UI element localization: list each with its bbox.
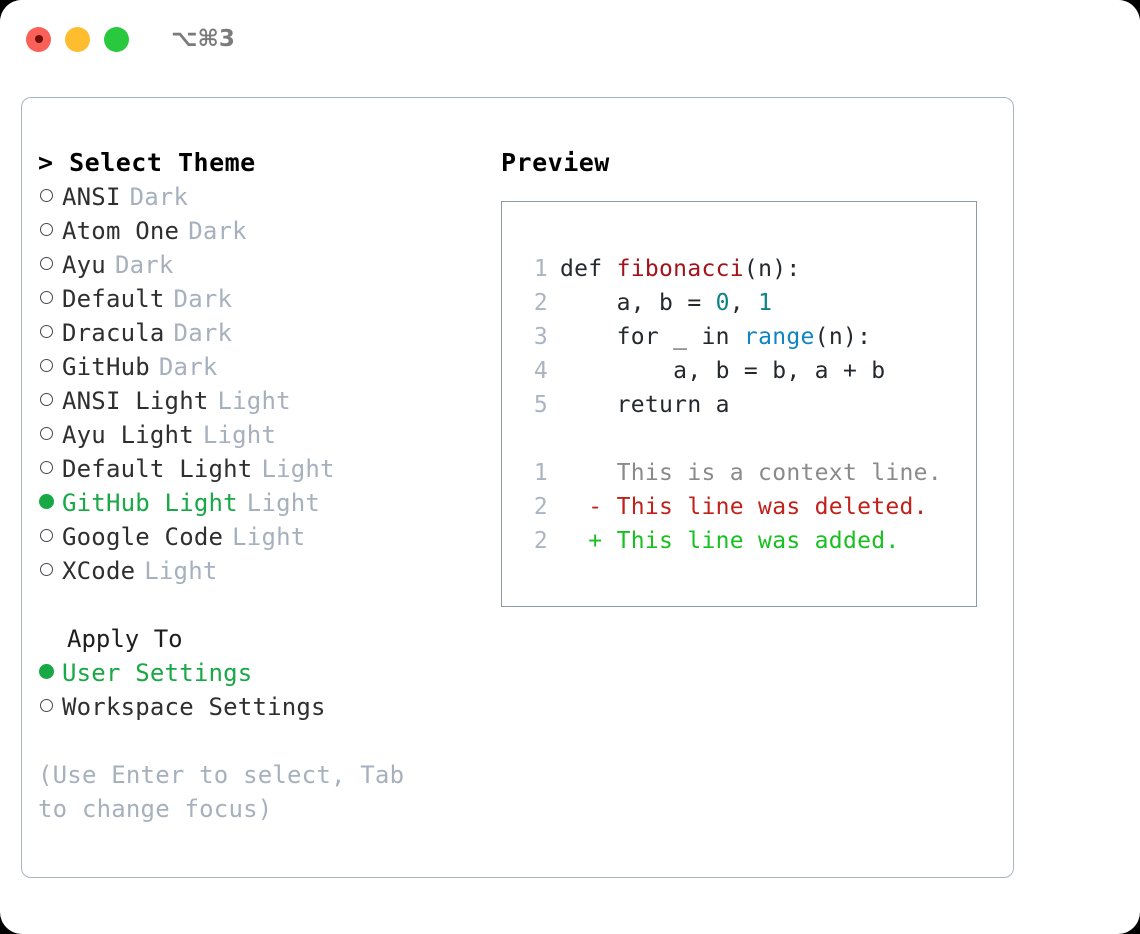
theme-option-badge: Light <box>261 455 335 483</box>
theme-option-2[interactable]: Ayu Dark <box>38 248 488 282</box>
preview-header: Preview <box>501 148 610 177</box>
code-token: fibonacci <box>616 256 744 282</box>
theme-option-badge: Dark <box>173 319 233 347</box>
code-line: 2 a, b = 0, 1 <box>520 286 976 320</box>
theme-option-8[interactable]: Default Light Light <box>38 452 488 486</box>
code-token: def <box>560 256 617 282</box>
theme-option-label: Google Code <box>62 523 224 551</box>
theme-option-label: Atom One <box>62 217 180 245</box>
theme-option-label: Dracula <box>62 319 165 347</box>
diff-line-number: 2 <box>533 494 548 520</box>
theme-option-label: GitHub <box>62 353 150 381</box>
theme-option-badge: Light <box>232 523 306 551</box>
code-line: 4 a, b = b, a + b <box>520 354 976 388</box>
keyboard-shortcut-label: ⌥⌘3 <box>171 26 235 52</box>
code-token: a, b = <box>560 290 716 316</box>
theme-option-6[interactable]: ANSI Light Light <box>38 384 488 418</box>
theme-option-label: ANSI Light <box>62 387 209 415</box>
code-line-text: def fibonacci(n): <box>560 252 801 286</box>
code-line: 1 def fibonacci(n): <box>520 252 976 286</box>
code-line-text: for _ in range(n): <box>560 320 871 354</box>
code-line-text: a, b = 0, 1 <box>560 286 772 320</box>
code-token: (n): <box>814 324 872 350</box>
theme-option-label: Ayu Light <box>62 421 194 449</box>
minimize-button[interactable] <box>65 26 90 52</box>
code-line-number: 3 <box>533 324 548 350</box>
theme-option-label: XCode <box>62 557 136 585</box>
code-line-number: 1 <box>533 256 548 282</box>
keyboard-hint-text: (Use Enter to select, Tab to change focu… <box>38 761 419 823</box>
select-theme-header: > Select Theme <box>38 148 256 177</box>
theme-option-4[interactable]: Dracula Dark <box>38 316 488 350</box>
code-line-text: return a <box>560 388 730 422</box>
diff-line-number: 1 <box>533 460 548 486</box>
theme-option-badge: Dark <box>173 285 233 313</box>
code-token: , <box>729 290 759 316</box>
theme-option-11[interactable]: XCode Light <box>38 554 488 588</box>
diff-line: 2 - This line was deleted. <box>520 490 976 524</box>
code-token: 0 <box>715 290 730 316</box>
theme-option-3[interactable]: Default Dark <box>38 282 488 316</box>
diff-line-text: - This line was deleted. <box>560 494 928 520</box>
code-token: range <box>743 324 815 350</box>
apply-to-header: Apply To <box>67 625 183 653</box>
theme-option-label: Default Light <box>62 455 253 483</box>
apply-to-option-0[interactable]: User Settings <box>38 656 488 690</box>
maximize-button[interactable] <box>104 26 129 52</box>
theme-option-0[interactable]: ANSI Dark <box>38 180 488 214</box>
code-line-number: 5 <box>533 392 548 418</box>
diff-line: 2 + This line was added. <box>520 524 976 558</box>
theme-option-badge: Dark <box>158 353 218 381</box>
theme-option-10[interactable]: Google Code Light <box>38 520 488 554</box>
theme-option-badge: Dark <box>129 183 189 211</box>
theme-option-label: GitHub Light <box>62 489 238 517</box>
code-line-number: 4 <box>533 358 548 384</box>
diff-sample: 1 This is a context line.2 - This line w… <box>520 456 976 558</box>
theme-option-badge: Light <box>202 421 277 449</box>
window-controls <box>26 26 129 52</box>
code-token: (n): <box>743 256 801 282</box>
theme-option-9[interactable]: GitHub Light Light <box>38 486 488 520</box>
theme-option-1[interactable]: Atom One Dark <box>38 214 488 248</box>
diff-line-text: + This line was added. <box>560 528 900 554</box>
theme-option-badge: Light <box>246 489 321 517</box>
code-token: a, b = b, a + b <box>560 358 886 384</box>
theme-option-badge: Light <box>144 557 218 585</box>
theme-option-5[interactable]: GitHub Dark <box>38 350 488 384</box>
title-bar: ⌥⌘3 <box>0 0 1140 78</box>
code-line: 5 return a <box>520 388 976 422</box>
diff-line-text: This is a context line. <box>560 460 942 486</box>
code-token: return a <box>560 392 730 418</box>
code-token: for _ in <box>560 324 744 350</box>
diff-line-number: 2 <box>533 528 548 554</box>
code-line-text: a, b = b, a + b <box>560 354 885 388</box>
theme-option-label: Default <box>62 285 165 313</box>
code-token: 1 <box>758 290 773 316</box>
theme-option-badge: Dark <box>114 251 174 279</box>
apply-to-option-1[interactable]: Workspace Settings <box>38 690 488 724</box>
diff-line: 1 This is a context line. <box>520 456 976 490</box>
theme-option-label: Ayu <box>62 251 106 279</box>
theme-option-7[interactable]: Ayu Light Light <box>38 418 488 452</box>
close-button[interactable] <box>26 26 51 52</box>
apply-to-option-label: Workspace Settings <box>62 693 326 721</box>
theme-option-badge: Light <box>217 387 291 415</box>
code-line: 3 for _ in range(n): <box>520 320 976 354</box>
apply-to-option-label: User Settings <box>62 659 253 687</box>
theme-option-label: ANSI <box>62 183 121 211</box>
code-line-number: 2 <box>533 290 548 316</box>
theme-option-badge: Dark <box>188 217 247 245</box>
